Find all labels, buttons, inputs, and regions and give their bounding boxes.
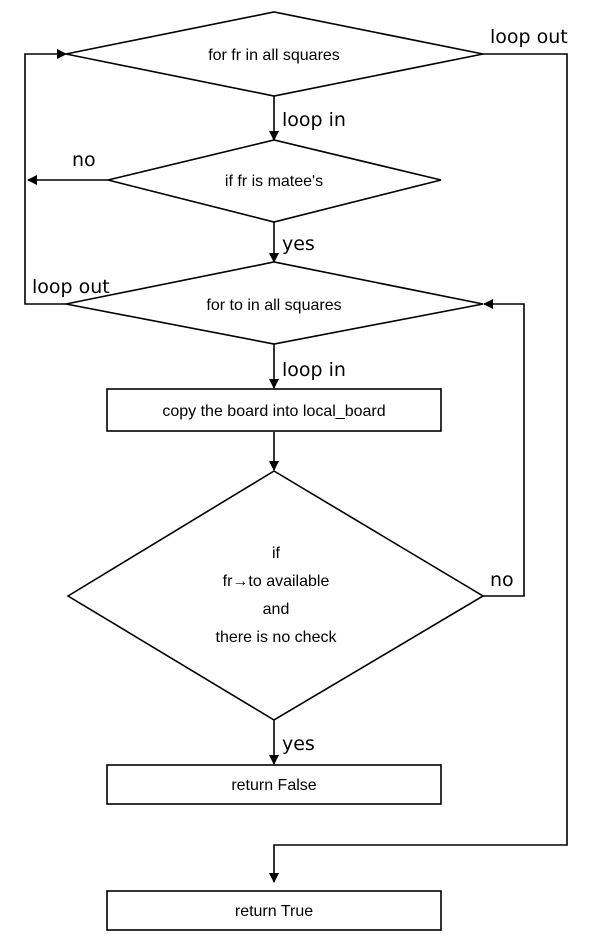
label-condition-no: no xyxy=(490,569,514,591)
label-outer-loop-in: loop in xyxy=(282,109,346,131)
label-inner-loop-in: loop in xyxy=(282,359,346,381)
loop-outer-text: for fr in all squares xyxy=(208,47,340,64)
label-matee-yes: yes xyxy=(282,233,315,255)
label-outer-loop-out: loop out xyxy=(490,26,568,48)
return-true-text: return True xyxy=(235,903,313,920)
edge-condition-no xyxy=(483,299,525,597)
condition-text-line1: if xyxy=(272,545,281,562)
copy-board-text: copy the board into local_board xyxy=(162,403,385,420)
copy-board-box xyxy=(106,388,442,432)
check-matee-text: if fr is matee's xyxy=(225,173,323,190)
edge-outer-loop-out xyxy=(269,53,568,883)
label-matee-no: no xyxy=(72,149,96,171)
condition-text-line3: and xyxy=(263,601,290,618)
connectors xyxy=(24,49,568,883)
return-false-text: return False xyxy=(231,777,316,794)
check-matee-diamond xyxy=(107,139,442,223)
condition-text-line2: fr→to available xyxy=(223,573,330,590)
loop-outer-diamond xyxy=(65,11,484,97)
label-condition-yes: yes xyxy=(282,733,315,755)
loop-inner-text: for to in all squares xyxy=(206,297,341,314)
condition-diamond xyxy=(66,470,485,721)
return-true-box xyxy=(106,890,442,931)
condition-text-line4: there is no check xyxy=(216,629,338,646)
label-inner-loop-out: loop out xyxy=(32,276,110,298)
edge-inner-loop-out xyxy=(24,49,68,305)
loop-inner-diamond xyxy=(65,261,484,345)
return-false-box xyxy=(106,764,442,805)
